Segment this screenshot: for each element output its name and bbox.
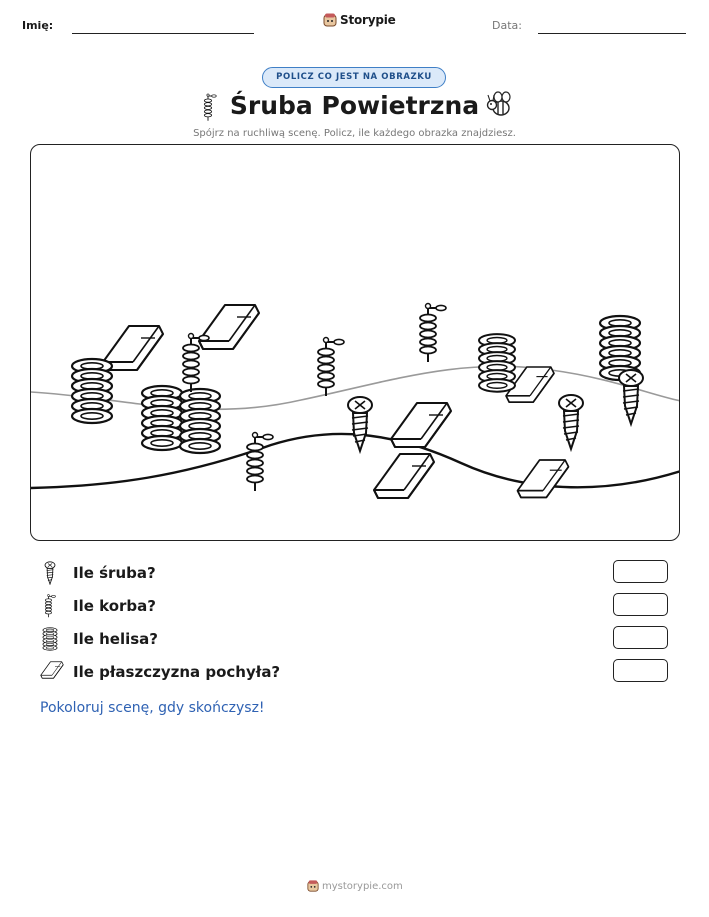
screw-item <box>618 369 644 425</box>
brand-logo: Storypie <box>323 13 396 27</box>
inclined-plane-icon <box>40 661 64 679</box>
helix-icon <box>42 627 58 651</box>
crank-item <box>419 302 447 363</box>
question-text: Ile helisa? <box>73 630 159 648</box>
site-footer: mystorypie.com <box>307 880 403 892</box>
helix-item <box>478 333 516 393</box>
inclined-plane-item <box>198 304 260 350</box>
question-row: Ile śruba? <box>40 560 680 586</box>
helix-item <box>70 357 114 425</box>
date-label: Data: <box>492 19 522 32</box>
screw-icon <box>44 561 56 585</box>
question-text: Ile płaszczyzna pochyła? <box>73 663 281 681</box>
question-text: Ile korba? <box>73 597 156 615</box>
inclined-plane-item <box>373 453 435 499</box>
helix-item <box>178 387 222 455</box>
screw-item <box>347 396 373 452</box>
instruction-badge: POLICZ CO JEST NA OBRAZKU <box>262 67 446 88</box>
name-label: Imię: <box>22 19 54 32</box>
brand-name: Storypie <box>340 13 396 27</box>
date-line[interactable] <box>538 33 686 34</box>
question-row: Ile helisa? <box>40 626 680 652</box>
counting-scene <box>30 144 680 541</box>
question-text: Ile śruba? <box>73 564 156 582</box>
question-row: Ile korba? <box>40 593 680 619</box>
scene-illustration <box>31 302 679 499</box>
bee-icon <box>486 91 511 116</box>
answer-box-screw[interactable] <box>613 560 668 583</box>
storypie-mascot-icon <box>323 13 337 27</box>
page-title: Śruba Powietrzna <box>229 91 480 120</box>
crank-item <box>246 431 274 492</box>
question-row: Ile płaszczyzna pochyła? <box>40 659 680 685</box>
inclined-plane-item <box>516 459 570 499</box>
name-line[interactable] <box>72 33 254 34</box>
coloring-instruction: Pokoloruj scenę, gdy skończysz! <box>40 700 265 716</box>
inclined-plane-item <box>390 402 452 448</box>
crank-icon <box>44 594 56 618</box>
storypie-mascot-icon <box>307 880 319 892</box>
answer-box-helix[interactable] <box>613 626 668 649</box>
answer-box-inclined-plane[interactable] <box>613 659 668 682</box>
screw-item <box>558 394 584 450</box>
helix-item <box>140 384 184 452</box>
site-url: mystorypie.com <box>322 880 403 892</box>
page-subtitle: Spójrz na ruchliwą scenę. Policz, ile ka… <box>193 128 516 139</box>
crank-item <box>317 336 345 397</box>
answer-box-crank[interactable] <box>613 593 668 616</box>
